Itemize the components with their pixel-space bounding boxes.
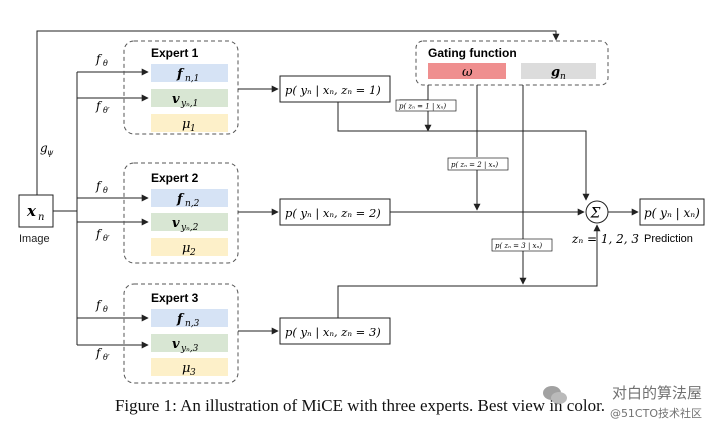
theta-sub-2: θ bbox=[103, 186, 108, 195]
expert-2-mu-label: μ bbox=[182, 241, 190, 256]
gn-box bbox=[521, 63, 596, 79]
combine-path-1 bbox=[337, 102, 587, 200]
expert-output-2-text: p( yₙ | xₙ, zₙ = 2) bbox=[285, 206, 381, 221]
expert-2-v-sub: yₙ,2 bbox=[180, 223, 199, 233]
f-theta-prime-label-1: f bbox=[95, 99, 103, 113]
gn-label: g bbox=[551, 65, 560, 80]
expert-2-f-box bbox=[151, 189, 228, 207]
gate-prob-3-text: p( zₙ = 3 | xₙ) bbox=[495, 242, 542, 250]
expert-3-v-sub: yₙ,3 bbox=[180, 344, 199, 354]
f-theta-label-1: f bbox=[95, 52, 103, 66]
expert-1-f-sub: n,1 bbox=[185, 74, 199, 84]
theta-sub-1: θ bbox=[103, 59, 108, 68]
gating-title: Gating function bbox=[428, 46, 517, 60]
expert-1: Expert 1 f n,1 v yₙ,1 μ 1 bbox=[123, 40, 239, 135]
theta-prime-sub-3: θ′ bbox=[103, 353, 110, 362]
expert-1-f-label: f bbox=[176, 67, 185, 82]
f-theta-label-2: f bbox=[95, 179, 103, 193]
theta-prime-sub-1: θ′ bbox=[103, 106, 110, 115]
gn-sub: n bbox=[560, 72, 566, 82]
expert-3-title: Expert 3 bbox=[151, 291, 199, 305]
g-psi-sub: ψ bbox=[47, 148, 54, 157]
omega-box bbox=[428, 63, 506, 79]
expert-3-v-box bbox=[151, 334, 228, 352]
expert-2-f-sub: n,2 bbox=[185, 199, 200, 209]
wechat-icon bbox=[543, 386, 567, 404]
expert-3-mu-box bbox=[151, 358, 228, 376]
expert-3-f-sub: n,3 bbox=[185, 319, 200, 329]
z-label: zₙ = 1, 2, 3 bbox=[571, 232, 639, 246]
sum-node: Σ bbox=[585, 200, 609, 224]
gate-prob-2-text: p( zₙ = 2 | xₙ) bbox=[451, 161, 498, 169]
g-psi-path bbox=[36, 30, 560, 195]
f-theta-label-3: f bbox=[95, 298, 103, 312]
expert-output-3: p( yₙ | xₙ, zₙ = 3) bbox=[279, 317, 391, 345]
expert-output-2: p( yₙ | xₙ, zₙ = 2) bbox=[279, 198, 391, 226]
expert-3: Expert 3 f n,3 v yₙ,3 μ 3 bbox=[123, 283, 239, 384]
expert-3-mu-label: μ bbox=[182, 361, 190, 376]
expert-1-f-box bbox=[151, 64, 228, 82]
expert-1-mu-label: μ bbox=[182, 117, 190, 132]
gate-prob-1-text: p( zₙ = 1 | xₙ) bbox=[399, 103, 446, 111]
expert-3-mu-sub: 3 bbox=[190, 368, 196, 378]
expert-output-1: p( yₙ | xₙ, zₙ = 1) bbox=[279, 75, 391, 103]
watermark-line-1: 对白的算法屋 bbox=[611, 384, 702, 402]
theta-prime-sub-2: θ′ bbox=[103, 234, 110, 243]
g-psi-label: g bbox=[40, 141, 48, 155]
prediction-label: Prediction bbox=[644, 233, 693, 245]
expert-1-v-box bbox=[151, 89, 228, 107]
gate-prob-3: p( zₙ = 3 | xₙ) bbox=[491, 238, 553, 252]
f-theta-prime-label-2: f bbox=[95, 227, 103, 241]
expert-3-f-label: f bbox=[176, 312, 185, 327]
gate-prob-2: p( zₙ = 2 | xₙ) bbox=[447, 157, 509, 171]
expert-1-v-label: v bbox=[172, 92, 180, 107]
expert-2-f-label: f bbox=[176, 192, 185, 207]
f-theta-prime-label-3: f bbox=[95, 346, 103, 360]
expert-3-v-label: v bbox=[172, 337, 180, 352]
expert-2-mu-box bbox=[151, 238, 228, 256]
expert-1-mu-sub: 1 bbox=[190, 124, 196, 134]
watermark: 对白的算法屋 @51CTO技术社区 bbox=[542, 380, 712, 426]
expert-2-v-label: v bbox=[172, 216, 180, 231]
expert-1-v-sub: yₙ,1 bbox=[180, 99, 198, 109]
combine-path-3 bbox=[337, 224, 601, 318]
figure-caption: Figure 1: An illustration of MiCE with t… bbox=[114, 396, 606, 415]
prediction-formula: p( yₙ | xₙ) bbox=[644, 206, 700, 220]
expert-2-title: Expert 2 bbox=[151, 171, 199, 185]
expert-2: Expert 2 f n,2 v yₙ,2 μ 2 bbox=[123, 162, 239, 264]
expert-output-1-text: p( yₙ | xₙ, zₙ = 1) bbox=[285, 83, 381, 98]
input-symbol: x bbox=[26, 202, 37, 220]
gating-function: Gating function ω g n bbox=[415, 40, 609, 86]
input-label: Image bbox=[19, 233, 50, 245]
expert-output-3-text: p( yₙ | xₙ, zₙ = 3) bbox=[285, 325, 381, 340]
watermark-line-2: @51CTO技术社区 bbox=[609, 407, 702, 420]
expert-1-title: Expert 1 bbox=[151, 46, 199, 60]
omega-label: ω bbox=[462, 65, 473, 80]
expert-3-f-box bbox=[151, 309, 228, 327]
theta-labels: f θ f θ′ f θ f θ′ f θ f θ′ bbox=[95, 52, 110, 362]
sum-symbol: Σ bbox=[590, 206, 601, 222]
prediction-box: p( yₙ | xₙ) bbox=[639, 198, 705, 226]
input-subscript: n bbox=[38, 212, 44, 223]
expert-2-v-box bbox=[151, 213, 228, 231]
expert-1-mu-box bbox=[151, 114, 228, 132]
input-node: x n bbox=[18, 194, 54, 228]
expert-2-mu-sub: 2 bbox=[189, 248, 196, 258]
gate-prob-1: p( zₙ = 1 | xₙ) bbox=[395, 99, 457, 112]
theta-sub-3: θ bbox=[103, 305, 108, 314]
